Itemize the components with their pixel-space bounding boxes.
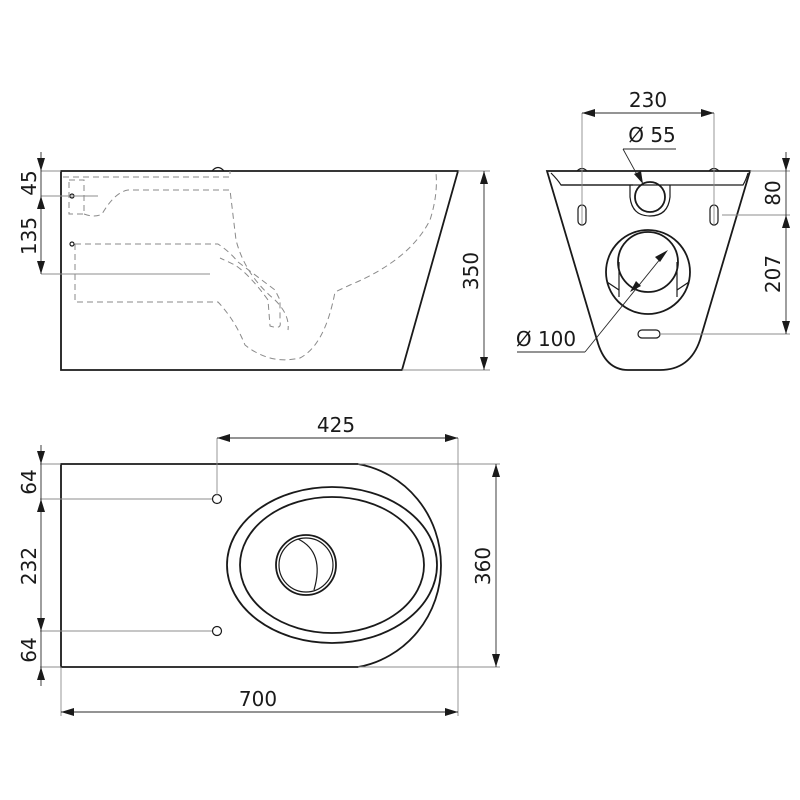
dim-rear-inlet-height: 80 xyxy=(761,180,785,205)
dim-side-height: 350 xyxy=(459,252,483,290)
top-view-outlet-inner xyxy=(278,537,334,593)
side-view-outline xyxy=(60,170,460,371)
dim-top-edge-to-hole-bottom: 64 xyxy=(17,637,41,662)
rear-view-outline xyxy=(545,170,752,371)
dim-top-length: 700 xyxy=(239,687,277,711)
side-view-hidden-box xyxy=(68,179,85,215)
dim-rear-outlet-to-slot: 207 xyxy=(761,255,785,293)
top-view-outline xyxy=(60,463,442,668)
dim-top-edge-to-hole-top: 64 xyxy=(17,469,41,494)
side-view-hidden-trap xyxy=(74,172,437,361)
dim-side-upper-fixing: 45 xyxy=(17,170,41,195)
dim-top-width: 360 xyxy=(471,547,495,585)
side-view: 45 135 350 xyxy=(17,152,490,371)
side-view-top-bump xyxy=(211,166,225,172)
side-view-hidden-channel-lower xyxy=(75,243,281,328)
rear-view-outlet-inner xyxy=(617,231,679,293)
top-view-rim-outer xyxy=(226,486,438,644)
top-view-fixing-hole-lower xyxy=(211,625,223,637)
side-view-hidden-channel-upper xyxy=(83,189,289,331)
dim-side-lower-fixing: 135 xyxy=(17,217,41,255)
side-view-fixing-point-lower xyxy=(69,241,75,247)
dim-rear-fixing-spacing: 230 xyxy=(629,88,667,112)
dim-top-hole-spacing: 232 xyxy=(17,547,41,585)
rear-view-bottom-slot xyxy=(637,329,661,339)
side-view-hidden-rim xyxy=(63,171,231,178)
top-view-outlet-outer xyxy=(275,534,337,596)
dim-rear-outlet-diameter: Ø 100 xyxy=(516,327,576,351)
rear-view-outlet-outer xyxy=(605,229,691,315)
rear-view-rim xyxy=(550,172,749,186)
top-view-bowl-inner xyxy=(239,496,425,634)
rear-view-water-inlet xyxy=(634,181,666,213)
dim-rear-inlet-diameter: Ø 55 xyxy=(628,123,676,147)
rear-view-inlet-boss xyxy=(629,185,671,217)
top-view: 64 232 64 425 360 700 xyxy=(17,413,500,716)
dim-top-hole-to-front: 425 xyxy=(317,413,355,437)
rear-view: 230 Ø 55 Ø 100 80 207 xyxy=(516,88,790,371)
top-view-fixing-hole-upper xyxy=(211,493,223,505)
